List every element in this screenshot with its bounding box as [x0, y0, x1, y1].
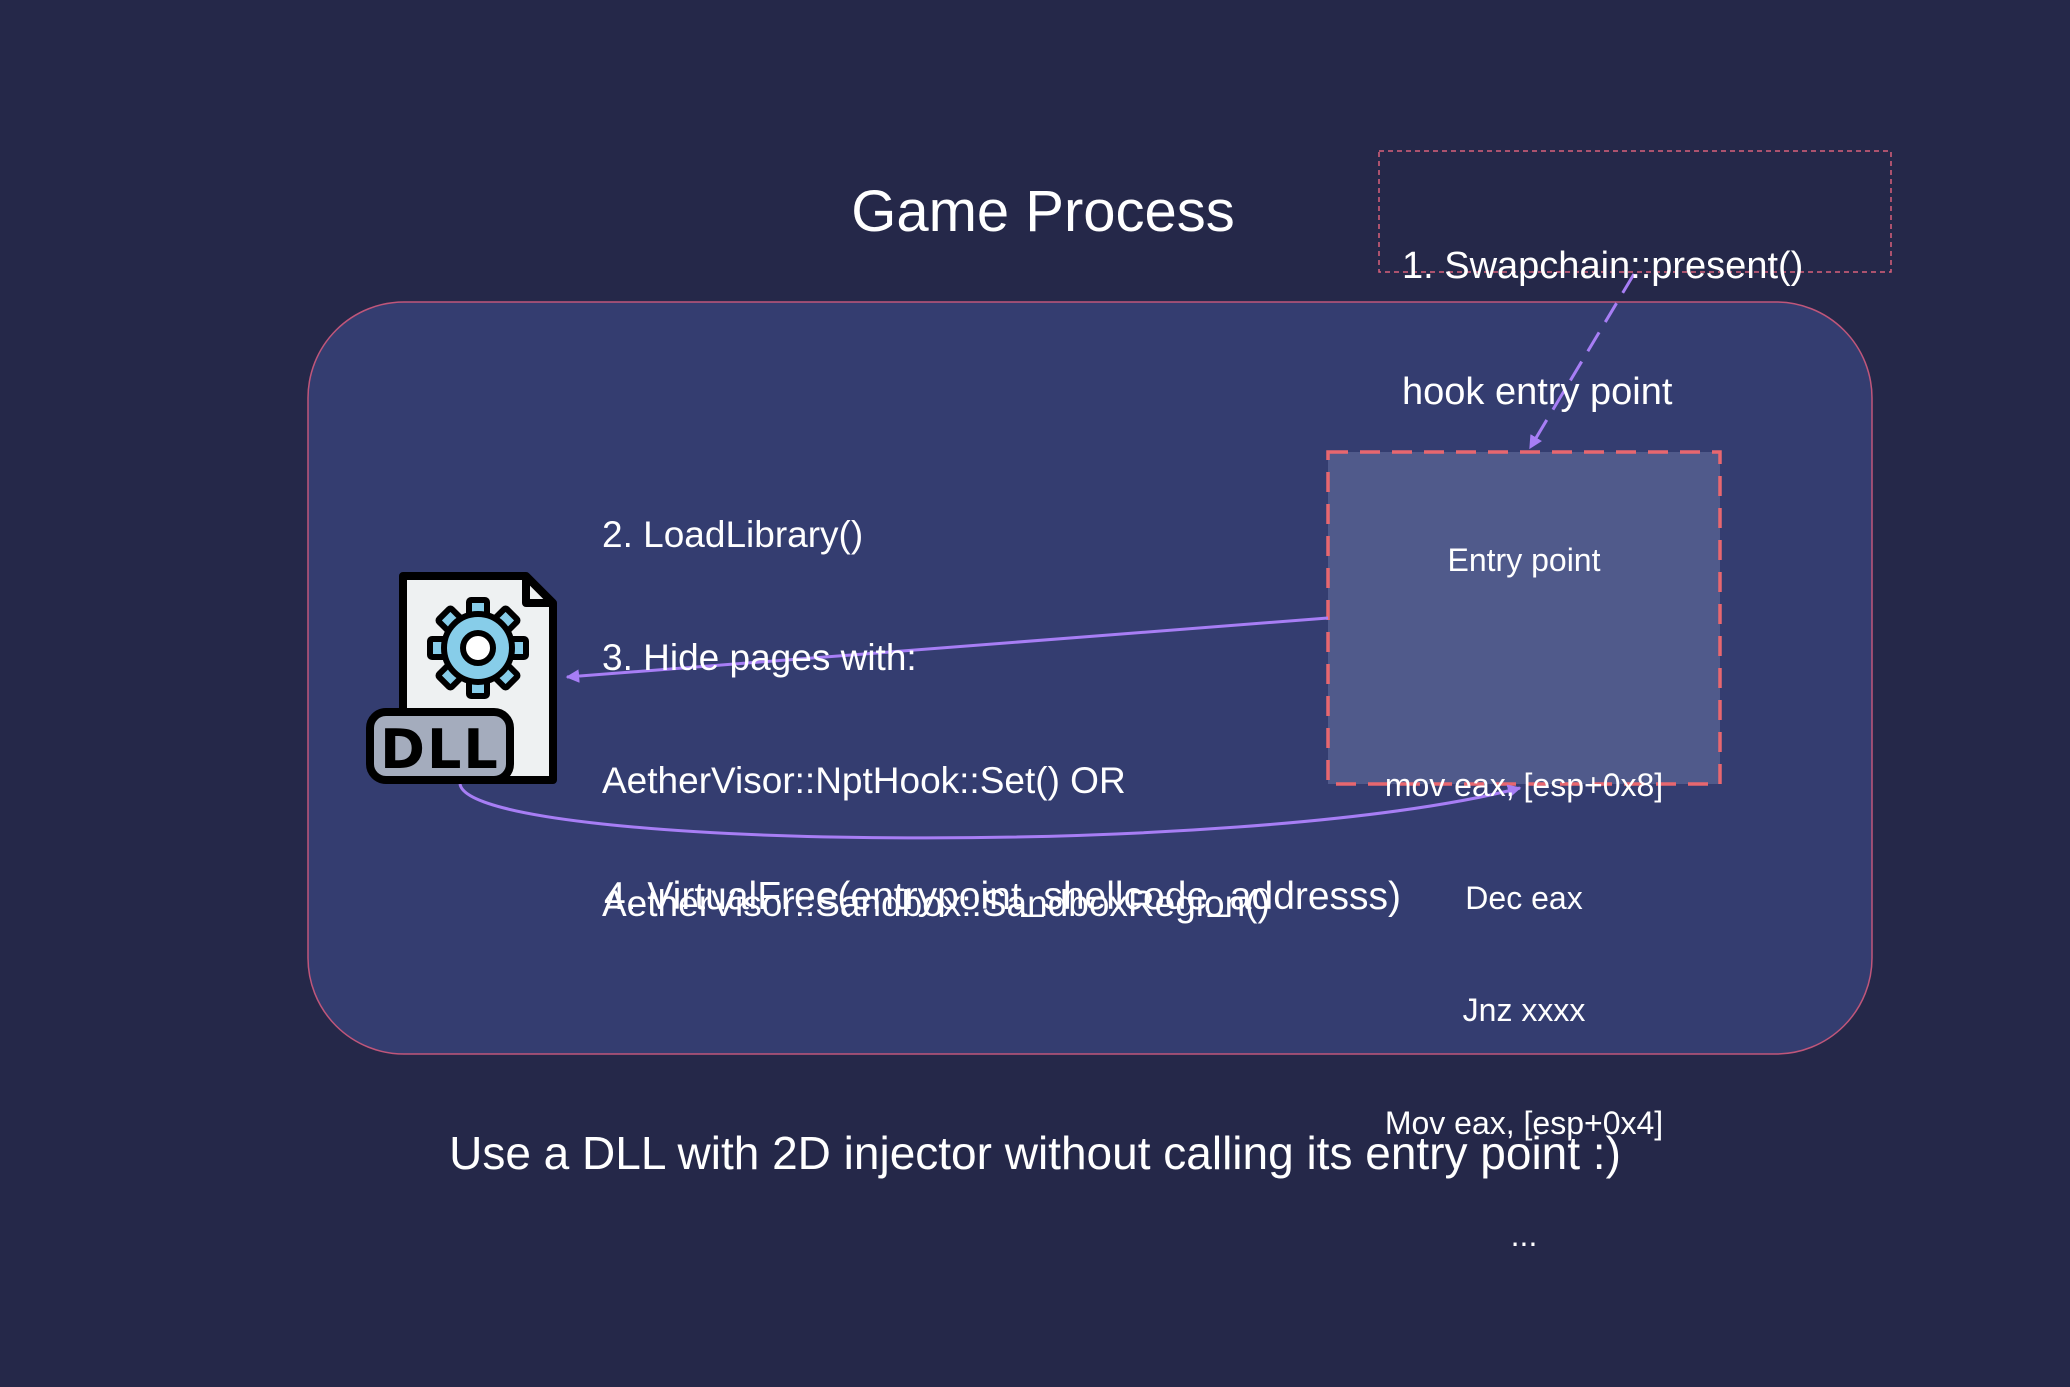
code-line: Jnz xxxx [1462, 992, 1586, 1028]
virtualfree-label: 4. VirtualFree(entrypoint_shellcode_addr… [604, 875, 1402, 918]
entry-point-spacer [1328, 655, 1720, 693]
dll-label: DLL [380, 718, 500, 781]
dll-label-badge [366, 708, 514, 784]
load-arrow [565, 616, 1329, 683]
step-line: AetherVisor::NptHook::Set() OR [602, 760, 1126, 801]
code-line: Mov eax, [esp+0x4] [1384, 1104, 1664, 1141]
hook-note-line: hook entry point [1402, 371, 1673, 413]
hook-note-line: 1. Swapchain::present() [1402, 245, 1804, 287]
code-line: mov eax, [esp+0x8] [1384, 767, 1664, 803]
free-arrow [458, 783, 1522, 840]
entry-point-box [1326, 450, 1722, 786]
step-line: AetherVisor::Sandbox::SandboxRegion() [602, 883, 1270, 924]
entry-point-text: Entry point mov eax, [esp+0x8] Dec eax J… [1328, 467, 1720, 1292]
code-line: ... [1510, 1217, 1538, 1253]
step-line: 3. Hide pages with: [602, 637, 917, 678]
dll-page-fold [522, 576, 553, 607]
diagram-caption: Use a DLL with 2D injector without calli… [449, 1127, 1621, 1179]
gear-icon [427, 597, 529, 699]
diagram-title: Game Process [851, 179, 1235, 244]
dll-file-gear-icon: DLL [366, 572, 557, 784]
hook-note-text: 1. Swapchain::present() hook entry point [1402, 161, 1803, 455]
entry-point-title: Entry point [1447, 542, 1601, 578]
load-steps-label: 2. LoadLibrary() 3. Hide pages with: Aet… [602, 432, 1270, 965]
code-line: Dec eax [1465, 879, 1583, 916]
step-line: 2. LoadLibrary() [602, 514, 864, 555]
hook-note-box [1378, 150, 1892, 273]
